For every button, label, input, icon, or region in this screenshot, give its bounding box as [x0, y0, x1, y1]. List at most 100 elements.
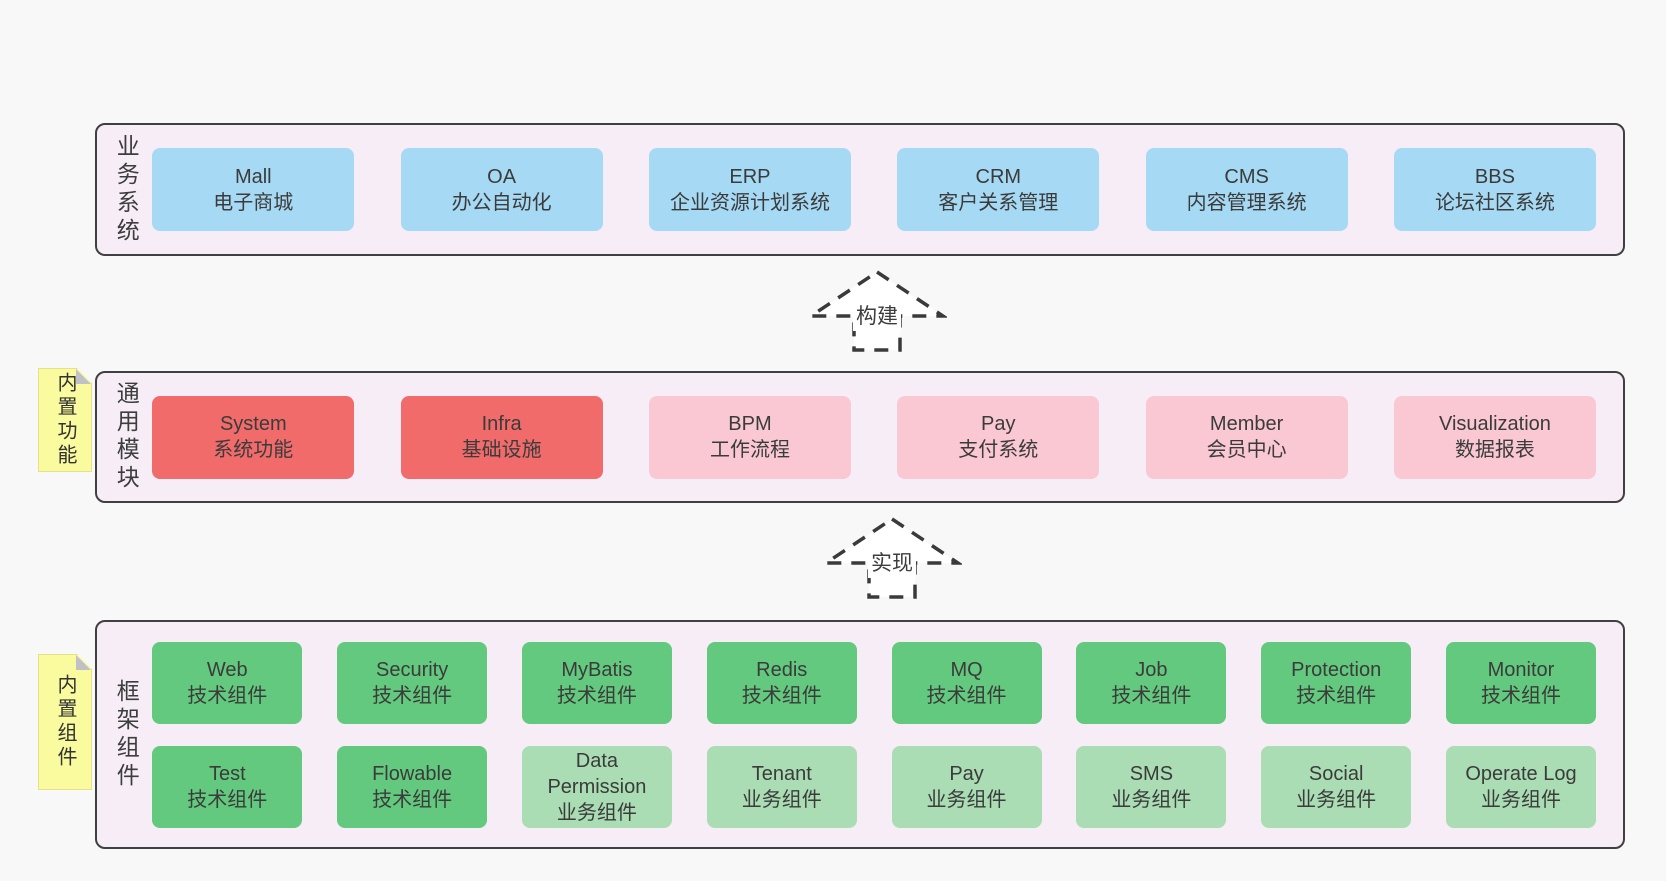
node-title: MQ — [950, 658, 983, 681]
node-subtitle: 技术组件 — [741, 684, 822, 707]
node-subtitle: 业务组件 — [926, 788, 1007, 811]
node-subtitle: 系统功能 — [213, 439, 294, 461]
node-mall: Mall 电子商城 — [152, 148, 355, 231]
node-cms: CMS 内容管理系统 — [1145, 148, 1348, 231]
node-subtitle: 技术组件 — [1296, 684, 1377, 707]
node-erp: ERP 企业资源计划系统 — [648, 148, 851, 231]
node-title: Infra — [481, 413, 522, 435]
node-title: CMS — [1224, 165, 1269, 188]
node-subtitle: 技术组件 — [187, 788, 268, 811]
node-oa: OA 办公自动化 — [400, 148, 603, 231]
node-subtitle: 论坛社区系统 — [1434, 191, 1555, 214]
node-bbs: BBS 论坛社区系统 — [1393, 148, 1596, 231]
sticky-note-builtin-components: 内置组件 — [38, 654, 92, 790]
node-flowable: Flowable 技术组件 — [337, 745, 488, 828]
sticky-note-builtin-features: 内置功能 — [38, 368, 92, 472]
node-subtitle: 工作流程 — [709, 439, 790, 461]
node-title: ERP — [729, 165, 771, 188]
framework-row-2: Test 技术组件 Flowable 技术组件 Data Permission … — [152, 745, 1596, 828]
framework-row-1: Web 技术组件 Security 技术组件 MyBatis 技术组件 Redi… — [152, 641, 1596, 724]
node-job: Job 技术组件 — [1076, 641, 1227, 724]
node-subtitle: 会员中心 — [1206, 439, 1287, 461]
folded-corner-icon — [76, 369, 91, 384]
node-system: System 系统功能 — [152, 395, 355, 479]
node-title: Tenant — [751, 762, 812, 785]
node-monitor: Monitor 技术组件 — [1445, 641, 1596, 724]
node-protection: Protection 技术组件 — [1261, 641, 1412, 724]
node-pay-system: Pay 支付系统 — [897, 395, 1100, 479]
node-security: Security 技术组件 — [337, 641, 488, 724]
node-subtitle: 技术组件 — [372, 684, 453, 707]
node-subtitle: 数据报表 — [1454, 439, 1535, 461]
node-pay-component: Pay 业务组件 — [891, 745, 1042, 828]
node-title: Data Permission — [547, 749, 647, 798]
node-operate-log: Operate Log 业务组件 — [1445, 745, 1596, 828]
band-business-label: 业务系统 — [113, 133, 140, 246]
node-title: Pay — [981, 413, 1016, 435]
node-visualization: Visualization 数据报表 — [1393, 395, 1596, 479]
band-framework-components: 框架组件 Web 技术组件 Security 技术组件 MyBatis 技术组件… — [95, 620, 1625, 849]
node-social: Social 业务组件 — [1261, 745, 1412, 828]
node-tenant: Tenant 业务组件 — [706, 745, 857, 828]
band-modules-label: 通用模块 — [113, 381, 140, 493]
node-title: Monitor — [1487, 658, 1555, 681]
folded-corner-icon — [76, 655, 91, 670]
node-title: Redis — [756, 658, 808, 681]
node-subtitle: 技术组件 — [556, 684, 637, 707]
node-title: CRM — [975, 165, 1022, 188]
node-title: Job — [1135, 658, 1168, 681]
band-business-systems: 业务系统 Mall 电子商城 OA 办公自动化 ERP 企业资源计划系统 CRM… — [95, 123, 1625, 256]
node-subtitle: 基础设施 — [461, 439, 542, 461]
node-web: Web 技术组件 — [152, 641, 303, 724]
node-title: Mall — [234, 165, 272, 188]
node-title: Protection — [1291, 658, 1382, 681]
node-bpm: BPM 工作流程 — [648, 395, 851, 479]
node-subtitle: 技术组件 — [1480, 684, 1561, 707]
node-subtitle: 业务组件 — [556, 801, 637, 824]
up-arrow-implement-icon: 实现 — [822, 516, 962, 600]
node-member: Member 会员中心 — [1145, 395, 1348, 479]
node-title: SMS — [1129, 762, 1174, 785]
band-common-modules: 通用模块 System 系统功能 Infra 基础设施 BPM 工作流程 Pay… — [95, 371, 1625, 503]
node-redis: Redis 技术组件 — [706, 641, 857, 724]
node-subtitle: 企业资源计划系统 — [669, 191, 830, 214]
sticky-note-text: 内置功能 — [54, 372, 76, 468]
band-framework-label: 框架组件 — [113, 678, 140, 791]
node-mybatis: MyBatis 技术组件 — [521, 641, 672, 724]
up-arrow-build-icon: 构建 — [807, 269, 947, 353]
node-mq: MQ 技术组件 — [891, 641, 1042, 724]
node-title: Security — [375, 658, 449, 681]
node-subtitle: 技术组件 — [372, 788, 453, 811]
node-title: BBS — [1474, 165, 1515, 188]
node-subtitle: 办公自动化 — [451, 191, 552, 214]
node-title: System — [219, 413, 287, 435]
node-title: BPM — [728, 413, 772, 435]
node-subtitle: 业务组件 — [1111, 788, 1192, 811]
arrow-implement-label: 实现 — [868, 546, 916, 578]
node-data-permission: Data Permission 业务组件 — [521, 745, 672, 828]
node-subtitle: 电子商城 — [213, 191, 294, 214]
framework-boxes-grid: Web 技术组件 Security 技术组件 MyBatis 技术组件 Redi… — [138, 641, 1623, 828]
node-title: Pay — [949, 762, 984, 785]
arrow-build-label: 构建 — [853, 299, 901, 331]
node-test: Test 技术组件 — [152, 745, 303, 828]
node-subtitle: 业务组件 — [741, 788, 822, 811]
node-title: MyBatis — [561, 658, 633, 681]
sticky-note-text: 内置组件 — [54, 674, 76, 770]
node-subtitle: 客户关系管理 — [938, 191, 1059, 214]
node-subtitle: 技术组件 — [187, 684, 268, 707]
node-title: Web — [206, 658, 248, 681]
node-subtitle: 业务组件 — [1480, 788, 1561, 811]
node-title: Visualization — [1438, 413, 1551, 435]
node-crm: CRM 客户关系管理 — [897, 148, 1100, 231]
node-title: Social — [1308, 762, 1364, 785]
node-title: Flowable — [372, 762, 453, 785]
node-title: Member — [1209, 413, 1284, 435]
node-infra: Infra 基础设施 — [400, 395, 603, 479]
node-subtitle: 业务组件 — [1296, 788, 1377, 811]
business-boxes-row: Mall 电子商城 OA 办公自动化 ERP 企业资源计划系统 CRM 客户关系… — [138, 148, 1623, 231]
node-subtitle: 技术组件 — [926, 684, 1007, 707]
node-sms: SMS 业务组件 — [1076, 745, 1227, 828]
node-subtitle: 内容管理系统 — [1186, 191, 1307, 214]
